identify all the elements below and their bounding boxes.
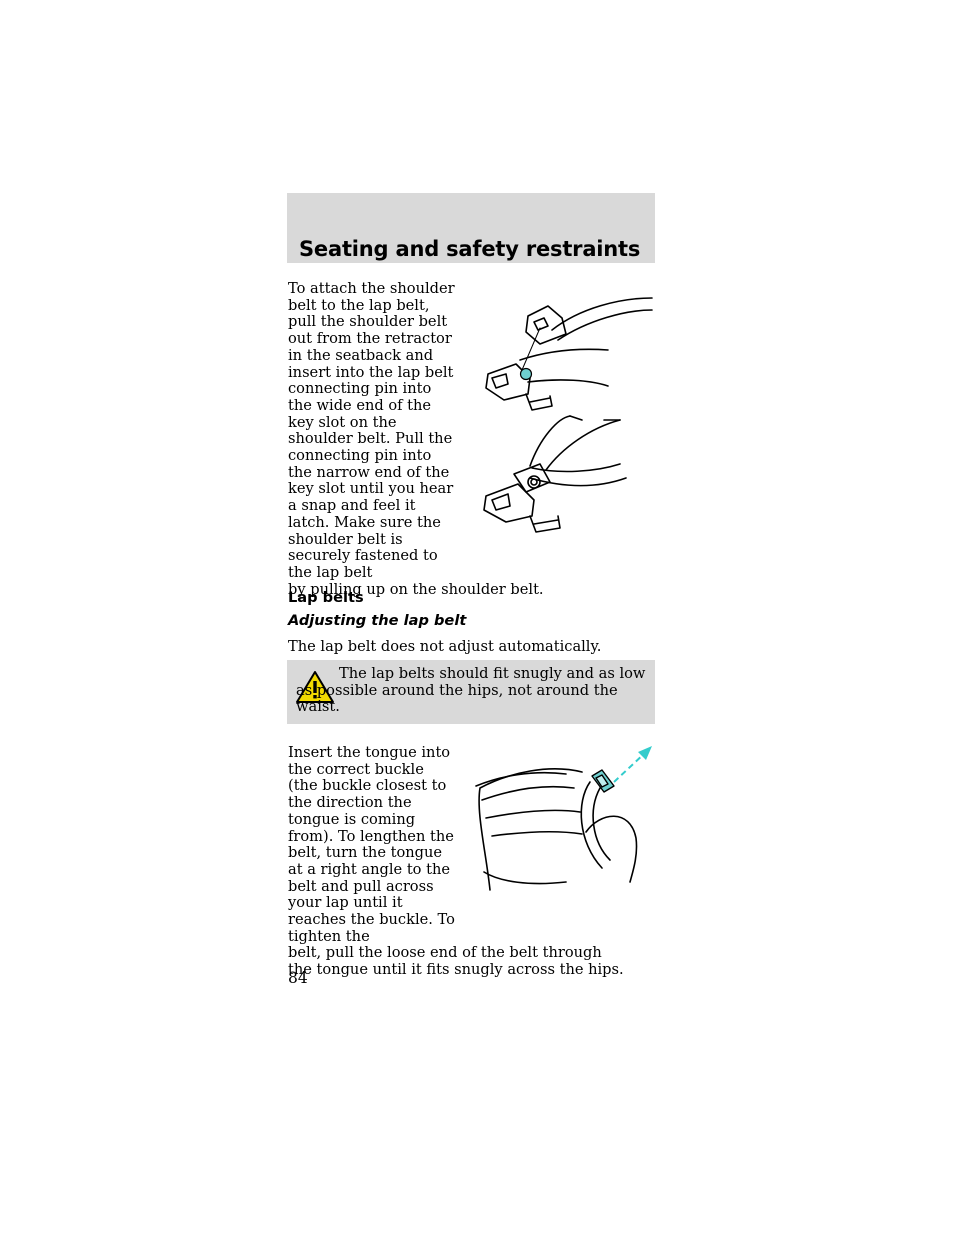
attach-paragraph-full-line: by pulling up on the shoulder belt. bbox=[288, 580, 544, 598]
attach-paragraph-narrow-lines: To attach the shoulder belt to the lap b… bbox=[288, 280, 455, 581]
section-title: Seating and safety restraints bbox=[299, 237, 641, 261]
warning-box: The lap belts should fit snugly and as l… bbox=[287, 660, 655, 724]
insert-paragraph-narrow-lines: Insert the tongue into the correct buckl… bbox=[288, 744, 455, 945]
warning-triangle-icon bbox=[296, 671, 334, 703]
page-number: 84 bbox=[288, 969, 308, 987]
insert-tongue-paragraph: Insert the tongue into the correct buckl… bbox=[288, 744, 628, 979]
lap-belt-tongue-illustration bbox=[475, 746, 652, 891]
shoulder-belt-attach-illustration bbox=[483, 297, 653, 533]
warning-text: The lap belts should fit snugly and as l… bbox=[296, 665, 646, 716]
lap-belts-heading: Lap belts bbox=[288, 589, 364, 606]
adjusting-lap-belt-heading: Adjusting the lap belt bbox=[288, 612, 467, 629]
insert-paragraph-full-lines: belt, pull the loose end of the belt thr… bbox=[288, 944, 624, 979]
connecting-pin-icon bbox=[519, 367, 533, 381]
pull-direction-arrow bbox=[613, 751, 647, 783]
attach-shoulder-belt-paragraph: To attach the shoulder belt to the lap b… bbox=[288, 280, 588, 598]
arrow-head-icon bbox=[638, 746, 652, 760]
lap-belt-adjust-paragraph: The lap belt does not adjust automatical… bbox=[288, 638, 602, 655]
section-header: Seating and safety restraints bbox=[287, 193, 655, 263]
